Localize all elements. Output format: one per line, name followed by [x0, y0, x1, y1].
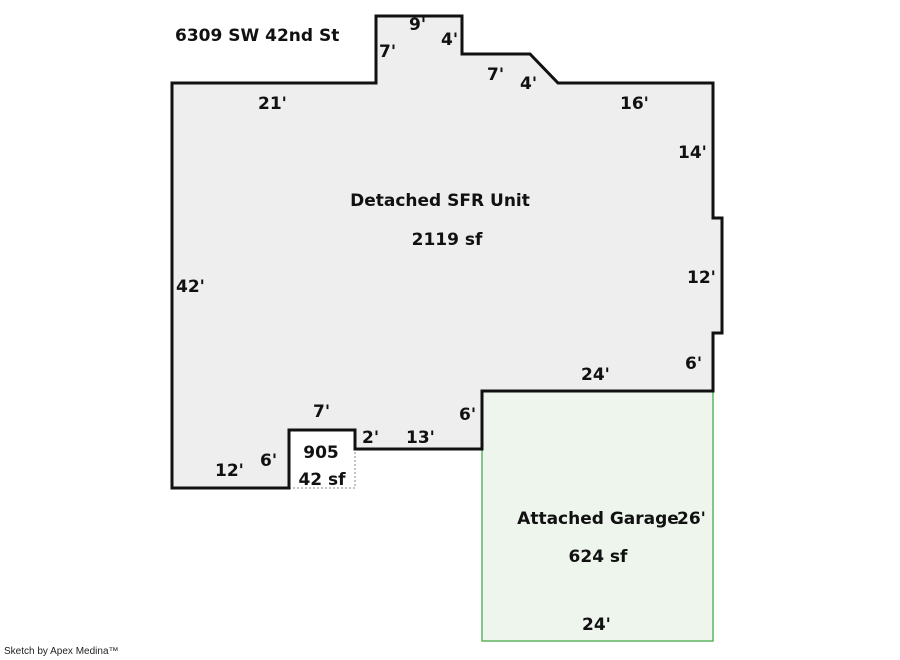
house-outline — [170, 14, 724, 490]
dim-garage-step: 6' — [459, 405, 476, 425]
sketch-credit: Sketch by Apex Medina™ — [4, 646, 119, 657]
dim-garage-bottom: 24' — [582, 615, 611, 635]
dim-house-right-lower: 6' — [685, 354, 702, 374]
address-label: 6309 SW 42nd St — [175, 26, 339, 46]
dim-house-left: 42' — [176, 277, 205, 297]
garage-area-label: 624 sf — [569, 547, 629, 567]
dim-house-bottom-mid: 13' — [406, 428, 435, 448]
dim-house-top-right: 16' — [620, 94, 649, 114]
dim-bump-right: 4' — [441, 30, 458, 50]
dim-notch-top: 7' — [313, 402, 330, 422]
dim-house-bottom-right: 24' — [581, 365, 610, 385]
dim-step-diag: 4' — [520, 74, 537, 94]
dim-house-top-left: 21' — [258, 94, 287, 114]
porch-name-label: 905 — [303, 443, 339, 463]
dim-garage-side: 26' — [677, 509, 706, 529]
garage-outline — [481, 390, 714, 642]
dim-notch-left: 6' — [260, 451, 277, 471]
dim-notch-right: 2' — [362, 428, 379, 448]
porch-area-label: 42 sf — [298, 470, 346, 490]
garage-name-label: Attached Garage — [517, 509, 679, 529]
house-area-label: 2119 sf — [412, 230, 483, 250]
dim-house-right-bay: 12' — [687, 268, 716, 288]
dim-house-bottom-left: 12' — [215, 461, 244, 481]
dim-bump-left: 7' — [379, 42, 396, 62]
dim-step-top: 7' — [487, 65, 504, 85]
dim-bump-top: 9' — [409, 15, 426, 35]
dim-house-right-upper: 14' — [678, 143, 707, 163]
house-name-label: Detached SFR Unit — [350, 191, 530, 211]
